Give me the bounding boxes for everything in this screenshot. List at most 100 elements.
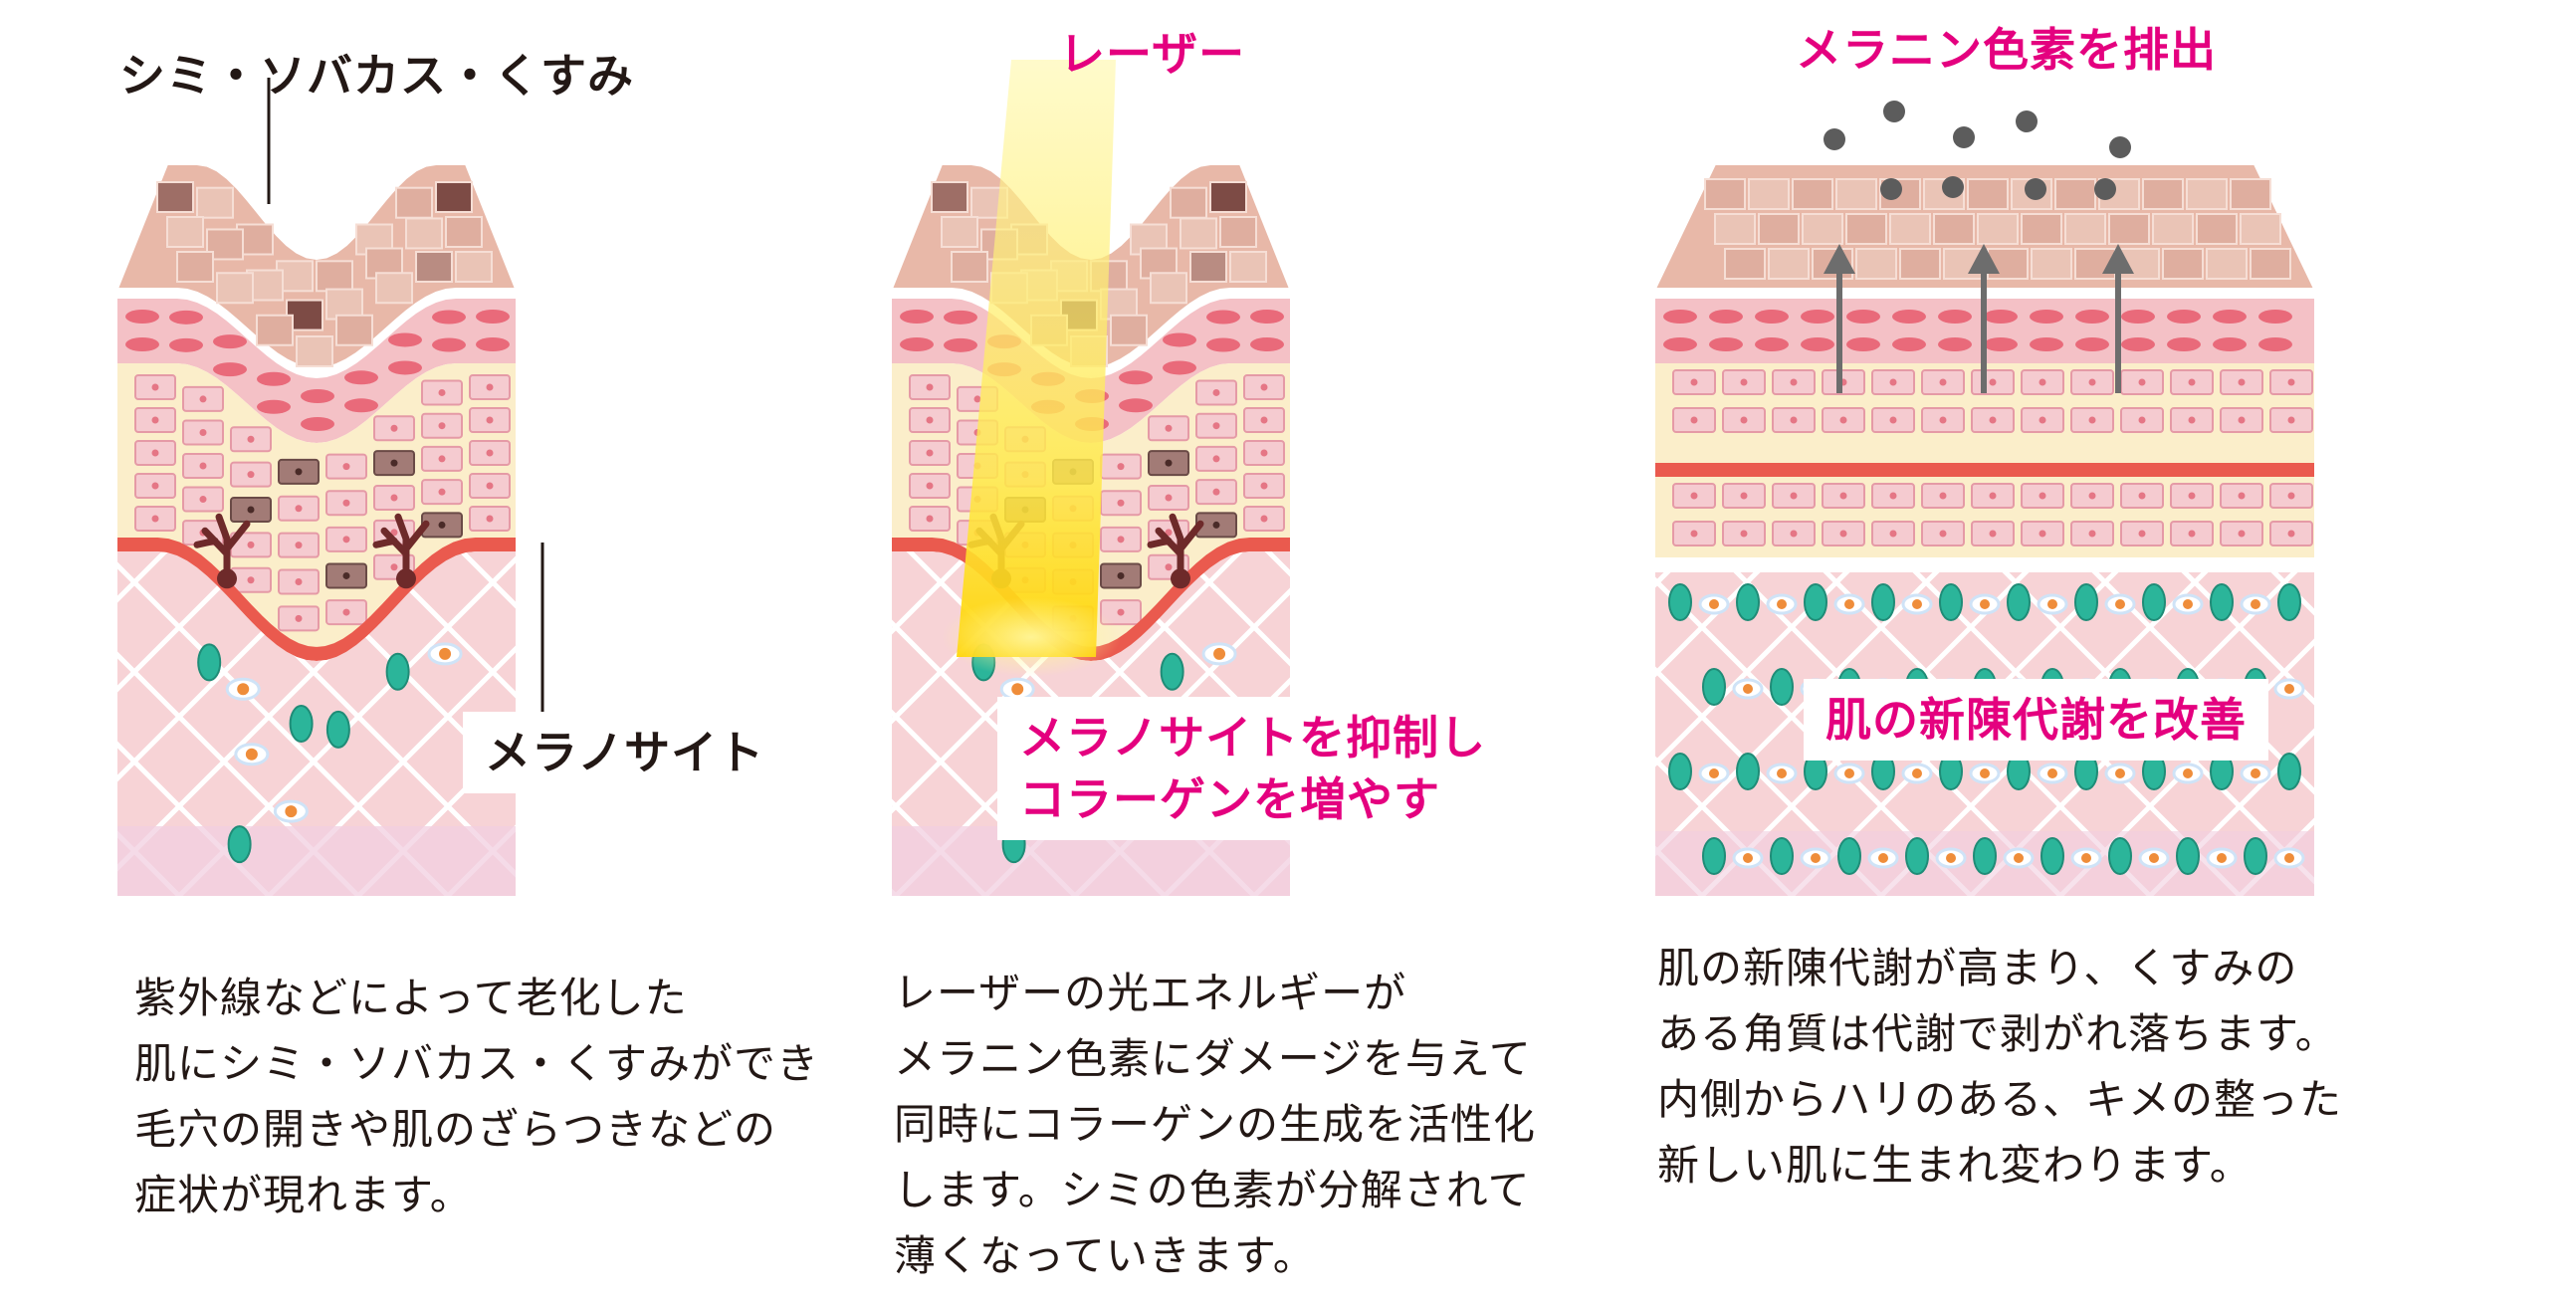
fibroblast: [2176, 837, 2200, 875]
melanocyte-body: [1171, 568, 1190, 589]
fibroblast: [1668, 753, 1692, 790]
dermal-cell-nucleus: [1980, 599, 1990, 609]
granular-cell: [2030, 337, 2063, 351]
granular-cell: [1709, 310, 1743, 324]
skin-tile: [176, 251, 214, 283]
skin-tile: [1170, 186, 1207, 219]
skin-tile: [375, 272, 413, 305]
cell-nucleus: [438, 422, 446, 430]
dermal-cell-nucleus: [1743, 853, 1753, 863]
cell-nucleus: [926, 416, 934, 424]
granular-cell: [344, 370, 378, 385]
granular-cell: [213, 362, 247, 377]
skin-tile: [415, 251, 453, 283]
granular-cell: [1846, 337, 1880, 351]
cell-nucleus: [295, 542, 303, 549]
cell-nucleus: [2238, 416, 2246, 424]
cell-nucleus: [390, 529, 398, 537]
panel3-top-label: メラニン色素を排出: [1796, 23, 2217, 77]
cell-nucleus: [390, 563, 398, 571]
fibroblast: [289, 705, 314, 744]
panel2-desc-line: メラニン色素にダメージを与えて: [894, 1034, 1532, 1083]
granular-cell: [432, 310, 466, 325]
fibroblast: [2244, 837, 2267, 875]
dermal-cell-nucleus: [1811, 853, 1821, 863]
granular-cell: [1938, 310, 1972, 324]
skin-tile: [1758, 213, 1800, 245]
granular-cell: [1892, 310, 1926, 324]
cell-nucleus: [390, 459, 398, 467]
panel2-desc-line: 同時にコラーゲンの生成を活性化: [894, 1100, 1537, 1149]
panel1-desc-line: 紫外線などによって老化した: [134, 974, 688, 1022]
granular-cell: [1663, 310, 1697, 324]
cell-nucleus: [151, 449, 159, 457]
cell-nucleus: [1212, 455, 1220, 463]
skin-tile: [1977, 213, 2019, 245]
fibroblast: [1804, 583, 1827, 621]
granular-cell: [2167, 337, 2201, 351]
granular-cell: [169, 337, 203, 352]
fibroblast: [2210, 583, 2234, 621]
dermal-cell-nucleus: [285, 805, 298, 818]
dermal-cell-nucleus: [1844, 599, 1854, 609]
skin-tile: [1899, 248, 1941, 280]
skin-tile: [1845, 213, 1887, 245]
cell-nucleus: [247, 506, 255, 514]
cell-nucleus: [1690, 378, 1698, 386]
cell-nucleus: [2287, 378, 2295, 386]
dermis-lower: [117, 826, 516, 896]
cell-nucleus: [1989, 492, 1997, 500]
dermal-cell-nucleus: [2183, 599, 2193, 609]
cell-nucleus: [151, 383, 159, 391]
skin-tile: [1110, 314, 1148, 346]
cell-nucleus: [1165, 459, 1173, 467]
dermal-cell-nucleus: [1912, 768, 1922, 778]
dermal-cell-nucleus: [1777, 599, 1787, 609]
cell-nucleus: [390, 494, 398, 502]
panel3-desc-line: 内側からハリのある、キメの整った: [1657, 1075, 2343, 1124]
cell-nucleus: [1260, 482, 1268, 490]
cell-nucleus: [2287, 492, 2295, 500]
skin-tile: [435, 181, 473, 213]
cell-nucleus: [2088, 416, 2096, 424]
panel1-desc-line: 症状が現れます。: [134, 1171, 473, 1219]
dermal-cell-nucleus: [1213, 647, 1226, 660]
panel3-callout: 肌の新陳代謝を改善: [1804, 679, 2268, 761]
granular-cell: [1846, 310, 1880, 324]
cell-nucleus: [486, 416, 494, 424]
granular-cell: [1755, 310, 1789, 324]
panel1-callout-melanocyte: メラノサイト: [463, 712, 787, 793]
granular-cell: [2075, 337, 2109, 351]
cell-nucleus: [1839, 530, 1847, 538]
granular-cell: [1801, 310, 1834, 324]
cell-nucleus: [342, 608, 350, 616]
skin-tile: [1855, 248, 1897, 280]
granular-cell: [1984, 310, 2018, 324]
cell-nucleus: [438, 488, 446, 496]
dermal-cell-nucleus: [439, 647, 452, 660]
skin-tile: [445, 216, 483, 248]
cell-nucleus: [2188, 416, 2196, 424]
cell-nucleus: [1212, 422, 1220, 430]
granular-cell: [301, 388, 334, 403]
cell-nucleus: [1939, 492, 1947, 500]
cell-nucleus: [973, 395, 981, 403]
skin-tile: [1219, 216, 1257, 248]
skin-tile: [931, 181, 968, 213]
melanin-particle: [1880, 178, 1902, 200]
cell-nucleus: [1790, 416, 1798, 424]
granular-cell: [257, 399, 291, 414]
cell-nucleus: [342, 499, 350, 507]
skin-tile: [2240, 213, 2281, 245]
panel2-callout: メラノサイトを抑制し コラーゲンを増やす: [997, 697, 1509, 840]
dermal-cell-nucleus: [2047, 768, 2057, 778]
skin-tile: [2021, 213, 2062, 245]
skin-tile: [941, 216, 978, 248]
melanocyte-dendrite: [193, 513, 251, 582]
granular-cell: [476, 310, 510, 324]
panel1-desc-line: 肌にシミ・ソバカス・くすみができ: [134, 1039, 820, 1088]
panel3-desc-line: 新しい肌に生まれ変わります。: [1657, 1141, 2253, 1190]
skin-tile: [196, 186, 234, 219]
dermal-cell-nucleus: [2183, 768, 2193, 778]
dermal-cell-nucleus: [1912, 599, 1922, 609]
